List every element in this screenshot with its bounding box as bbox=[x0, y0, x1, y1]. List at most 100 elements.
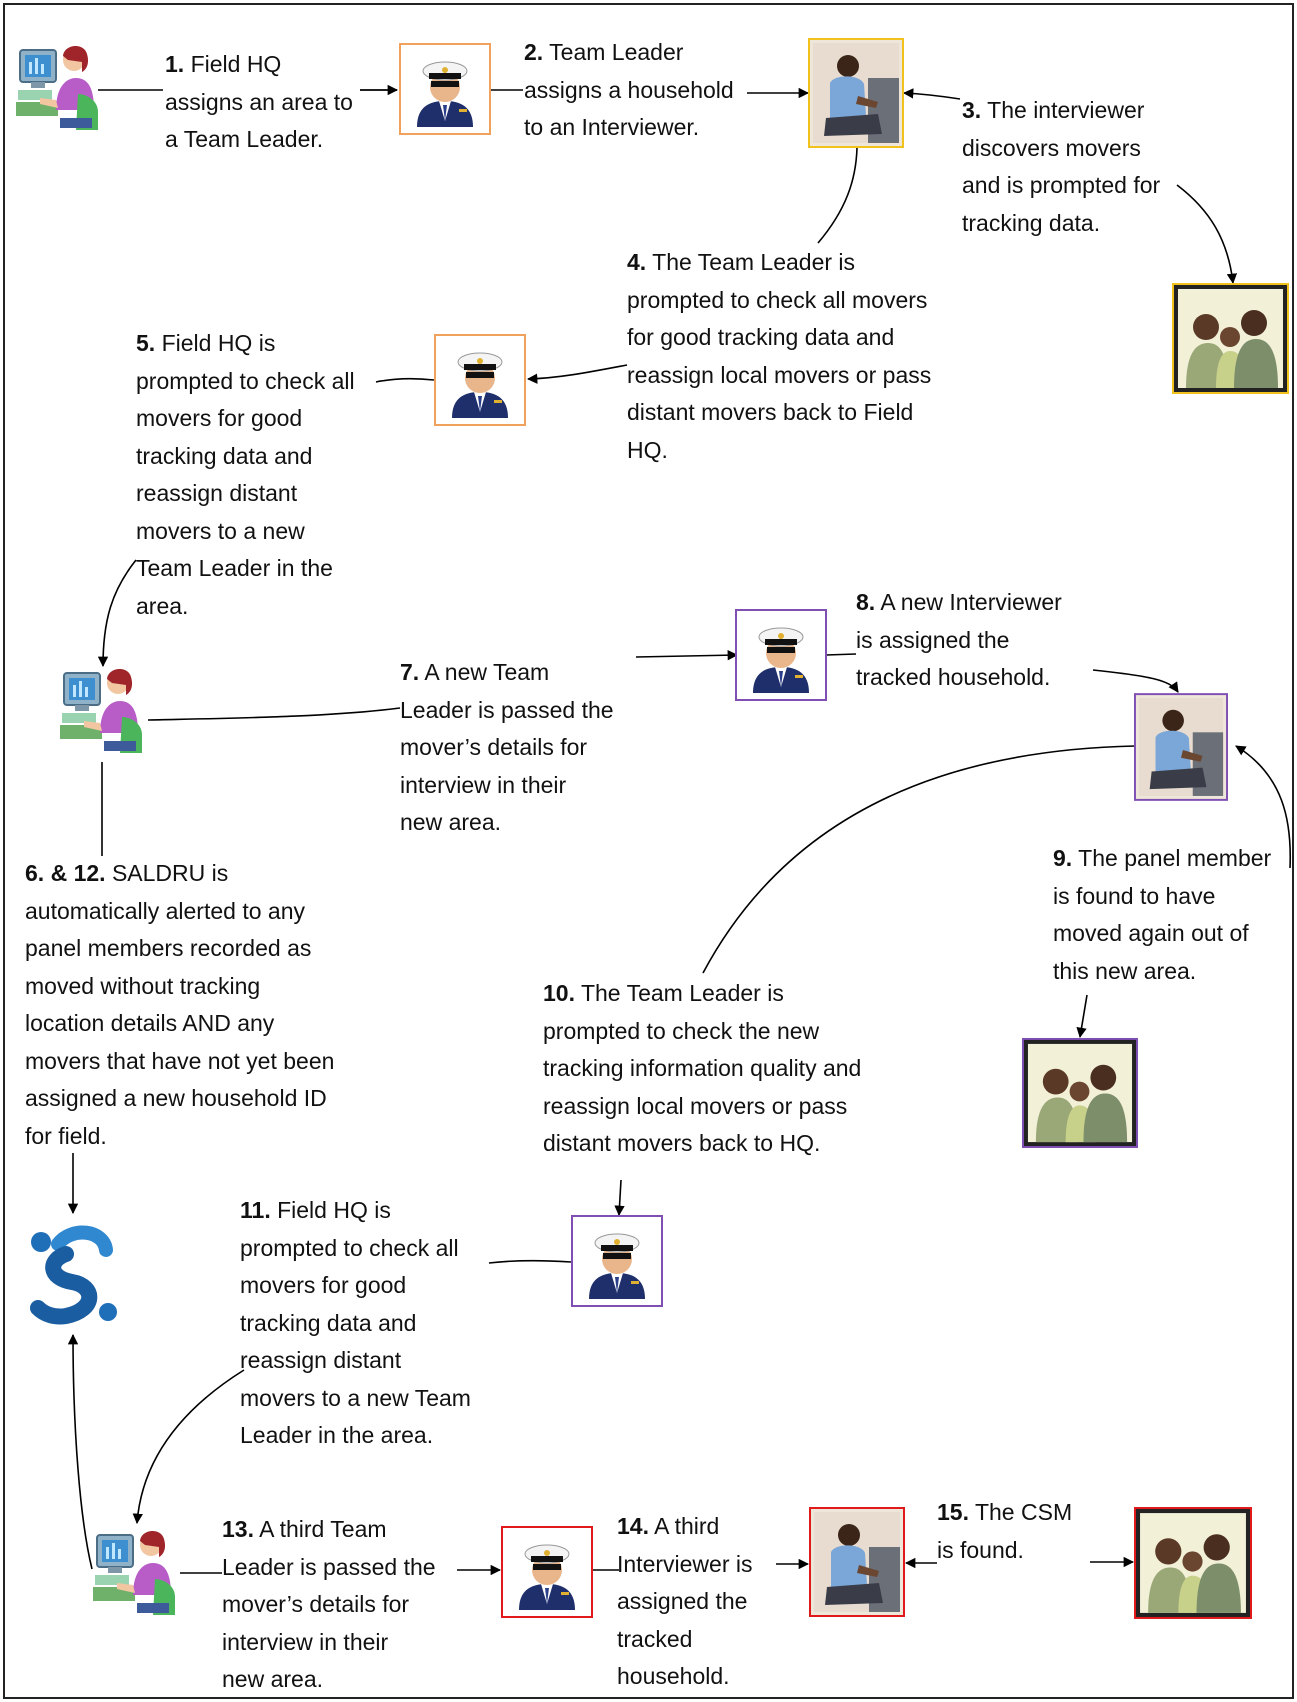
step-4-text: 4. The Team Leader is prompted to check … bbox=[627, 244, 931, 469]
step-number: 1. bbox=[165, 51, 185, 77]
captain-officer-icon bbox=[434, 334, 526, 426]
step-number: 15. bbox=[937, 1499, 969, 1525]
step-text-line: movers for good bbox=[136, 405, 303, 431]
arrow-step9-to-family bbox=[1076, 994, 1088, 1039]
family-photo-icon bbox=[1134, 1507, 1252, 1619]
step-text-line: The CSM bbox=[974, 1499, 1073, 1525]
step-text-line: a Team Leader. bbox=[165, 126, 324, 152]
step-3-text: 3. The interviewer discovers movers and … bbox=[962, 92, 1160, 242]
captain-officer-icon bbox=[399, 43, 491, 135]
step-text-line: assigns an area to bbox=[165, 88, 353, 115]
step-text-line: interview in their bbox=[400, 771, 567, 798]
step-8-text: 8. A new Interviewer is assigned the tra… bbox=[856, 584, 1062, 697]
step-number: 7. bbox=[400, 659, 420, 685]
step-text-line: reassign local movers or pass bbox=[627, 361, 932, 388]
step-text-line: discovers movers bbox=[962, 134, 1141, 161]
step-text-line: tracking data and bbox=[136, 442, 313, 469]
step-text-line: Field HQ is bbox=[161, 330, 276, 356]
step-number: 11. bbox=[240, 1197, 271, 1223]
step-text-line: assigned a new household ID bbox=[25, 1085, 327, 1111]
interviewer-photo-icon bbox=[1134, 693, 1228, 801]
step-text-line: new area. bbox=[222, 1666, 324, 1692]
step-text-line: Leader in the area. bbox=[240, 1422, 434, 1448]
step-number: 6. & 12. bbox=[25, 860, 106, 886]
step-text-line: tracking data. bbox=[962, 209, 1101, 236]
step-text-line: is found. bbox=[937, 1536, 1024, 1563]
step-text-line: is assigned the bbox=[856, 626, 1010, 653]
step-number: 13. bbox=[222, 1516, 254, 1542]
step-text-line: prompted to check all bbox=[240, 1234, 459, 1261]
step-text-line: movers to a new Team bbox=[240, 1384, 471, 1411]
step-text-line: moved again out of bbox=[1053, 920, 1249, 946]
step-text-line: prompted to check all bbox=[136, 367, 355, 394]
step-text-line: household. bbox=[617, 1663, 730, 1689]
step-text-line: A new Interviewer bbox=[880, 589, 1062, 615]
step-number: 14. bbox=[617, 1513, 649, 1539]
step-text-line: The Team Leader is bbox=[652, 249, 856, 275]
arrow-step7-to-new-team-leader bbox=[635, 649, 739, 661]
step-10-text: 10. The Team Leader is prompted to check… bbox=[543, 975, 861, 1163]
step-text-line: new area. bbox=[400, 809, 502, 835]
step-text-line: The interviewer bbox=[987, 97, 1145, 123]
step-11-text: 11. Field HQ is prompted to check all mo… bbox=[240, 1192, 471, 1455]
step-14-text: 14. A third Interviewer is assigned the … bbox=[617, 1508, 752, 1696]
step-text-line: reassign distant bbox=[240, 1347, 402, 1373]
step-text-line: this new area. bbox=[1053, 957, 1197, 984]
step-text-line: tracked bbox=[617, 1625, 693, 1652]
step-text-line: The panel member bbox=[1078, 845, 1272, 871]
step-number: 8. bbox=[856, 589, 876, 615]
step-text-line: Field HQ is bbox=[277, 1197, 391, 1223]
step-text-line: movers that have not yet been bbox=[25, 1047, 335, 1074]
step-text-line: mover’s details for bbox=[400, 734, 588, 760]
arrow-step11-to-hq bbox=[132, 1369, 245, 1525]
captain-officer-icon bbox=[501, 1526, 593, 1618]
step-13-text: 13. A third Team Leader is passed the mo… bbox=[222, 1511, 436, 1699]
line-team-leader-to-step5 bbox=[375, 377, 435, 383]
step-text-line: Interviewer is bbox=[617, 1550, 753, 1577]
step-7-text: 7. A new Team Leader is passed the mover… bbox=[400, 654, 614, 842]
step-text-line: to an Interviewer. bbox=[524, 114, 700, 140]
arrow-step8-to-new-interviewer bbox=[1092, 669, 1179, 693]
step-6-12-text: 6. & 12. SALDRU is automatically alerted… bbox=[25, 855, 334, 1155]
step-text-line: A new Team bbox=[424, 659, 550, 685]
step-text-line: assigned the bbox=[617, 1588, 748, 1614]
diagram-frame bbox=[3, 3, 1294, 1699]
step-text-line: panel members recorded as bbox=[25, 935, 312, 961]
step-15-text: 15. The CSM is found. bbox=[937, 1494, 1072, 1569]
step-text-line: reassign local movers or pass bbox=[543, 1092, 848, 1119]
step-text-line: Team Leader bbox=[549, 39, 684, 65]
step-number: 9. bbox=[1053, 845, 1073, 871]
step-number: 3. bbox=[962, 97, 982, 123]
step-text-line: Field HQ bbox=[190, 51, 282, 77]
line-interviewer-to-step4 bbox=[817, 147, 858, 244]
step-text-line: is found to have bbox=[1053, 882, 1216, 909]
step-text-line: Leader is passed the bbox=[400, 696, 614, 723]
step-text-line: reassign distant bbox=[136, 480, 298, 506]
arrow-step3-to-interviewer bbox=[902, 88, 961, 100]
family-photo-icon bbox=[1022, 1037, 1138, 1149]
step-number: 4. bbox=[627, 249, 647, 275]
step-1-text: 1. Field HQ assigns an area to a Team Le… bbox=[165, 46, 353, 159]
line-team-leader-to-step11 bbox=[488, 1259, 572, 1264]
office-worker-computer-icon bbox=[93, 1530, 175, 1615]
step-number: 2. bbox=[524, 39, 544, 65]
step-text-line: tracked household. bbox=[856, 664, 1051, 690]
step-text-line: assigns a household bbox=[524, 76, 734, 103]
arrow-step3-to-family bbox=[1176, 184, 1238, 285]
step-text-line: SALDRU is bbox=[111, 860, 229, 886]
step-text-line: prompted to check the new bbox=[543, 1017, 820, 1044]
step-number: 10. bbox=[543, 980, 575, 1006]
step-number: 5. bbox=[136, 330, 156, 356]
step-9-text: 9. The panel member is found to have mov… bbox=[1053, 840, 1271, 990]
step-text-line: mover’s details for bbox=[222, 1591, 410, 1617]
step-text-line: A third bbox=[654, 1513, 720, 1539]
step-text-line: movers for good bbox=[240, 1272, 407, 1298]
captain-officer-icon bbox=[571, 1215, 663, 1307]
saldru-logo-icon bbox=[30, 1225, 117, 1325]
arrow-hq-to-saldru bbox=[67, 1333, 93, 1570]
office-worker-computer-icon bbox=[16, 45, 98, 130]
arrow-step5-to-hq bbox=[97, 559, 137, 668]
step-5-text: 5. Field HQ is prompted to check all mov… bbox=[136, 325, 355, 625]
arrow-tl-to-interviewer bbox=[490, 90, 808, 93]
family-photo-icon bbox=[1172, 283, 1289, 394]
